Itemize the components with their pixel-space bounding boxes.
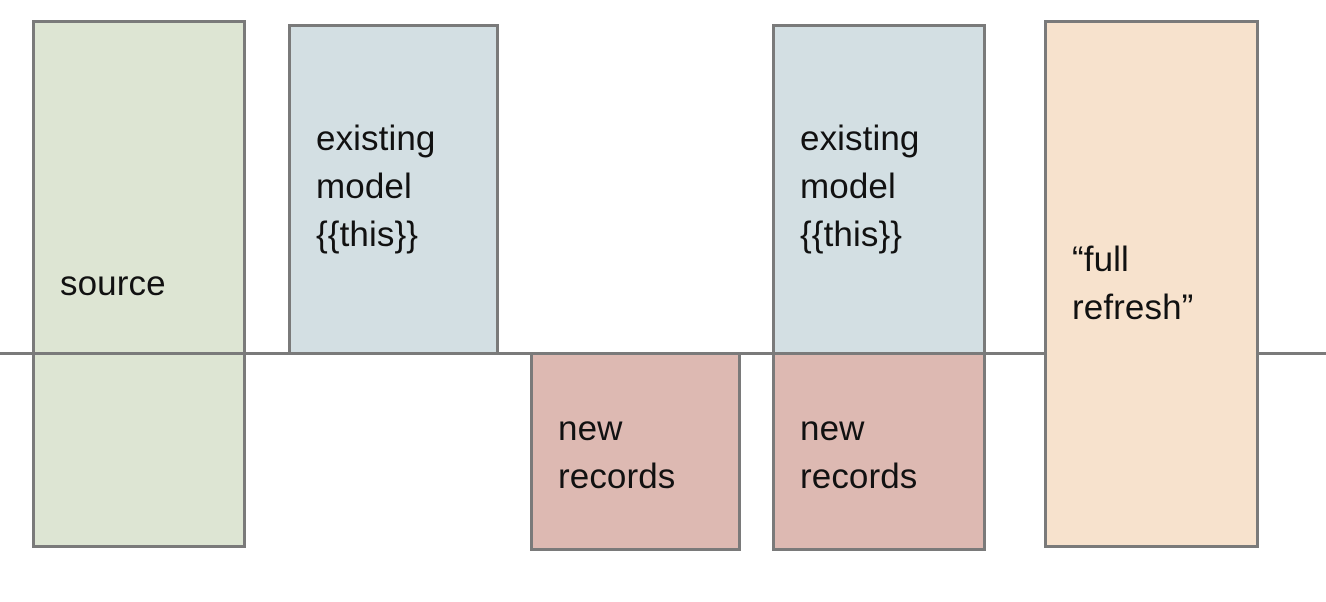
box-source-label: source — [60, 264, 166, 303]
box-new-records-1[interactable]: new records — [530, 352, 741, 551]
box-full-refresh[interactable]: “full refresh” — [1044, 20, 1259, 548]
box-full-refresh-label: “full refresh” — [1072, 240, 1194, 327]
box-existing-model-1[interactable]: existing model {{this}} — [288, 24, 499, 355]
box-source[interactable]: source — [32, 20, 246, 548]
box-new-records-1-label: new records — [558, 409, 676, 496]
box-existing-model-2[interactable]: existing model {{this}} — [772, 24, 986, 355]
box-existing-model-2-label: existing model {{this}} — [800, 119, 920, 254]
box-new-records-2-label: new records — [800, 409, 918, 496]
box-new-records-2[interactable]: new records — [772, 352, 986, 551]
box-existing-model-1-label: existing model {{this}} — [316, 119, 436, 254]
horizontal-baseline — [0, 352, 1326, 355]
